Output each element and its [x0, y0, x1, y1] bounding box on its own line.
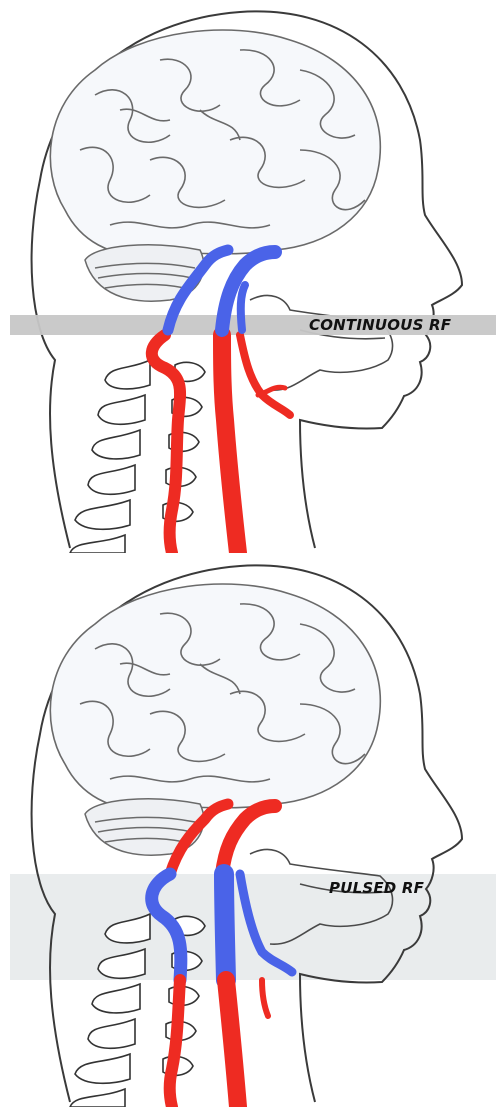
carotid-cooled-segment	[224, 874, 226, 980]
head-illustration-pulsed	[0, 554, 496, 1107]
brain	[50, 584, 380, 809]
external-carotid-branch	[240, 335, 290, 415]
mandible	[250, 295, 393, 390]
carotid-artery-lower	[226, 980, 238, 1107]
panel-pulsed-rf: PULSED RF	[0, 554, 496, 1107]
pulsed-rf-label: PULSED RF	[329, 879, 424, 897]
head-illustration-continuous	[0, 0, 496, 553]
ica-cooled-segment	[241, 285, 245, 330]
panel-continuous-rf: CONTINUOUS RF	[0, 0, 496, 553]
external-carotid-branch-lower	[262, 980, 268, 1016]
carotid-artery-upper	[222, 806, 275, 874]
brain	[50, 30, 380, 255]
continuous-rf-label: CONTINUOUS RF	[309, 316, 451, 334]
carotid-artery	[222, 335, 238, 553]
